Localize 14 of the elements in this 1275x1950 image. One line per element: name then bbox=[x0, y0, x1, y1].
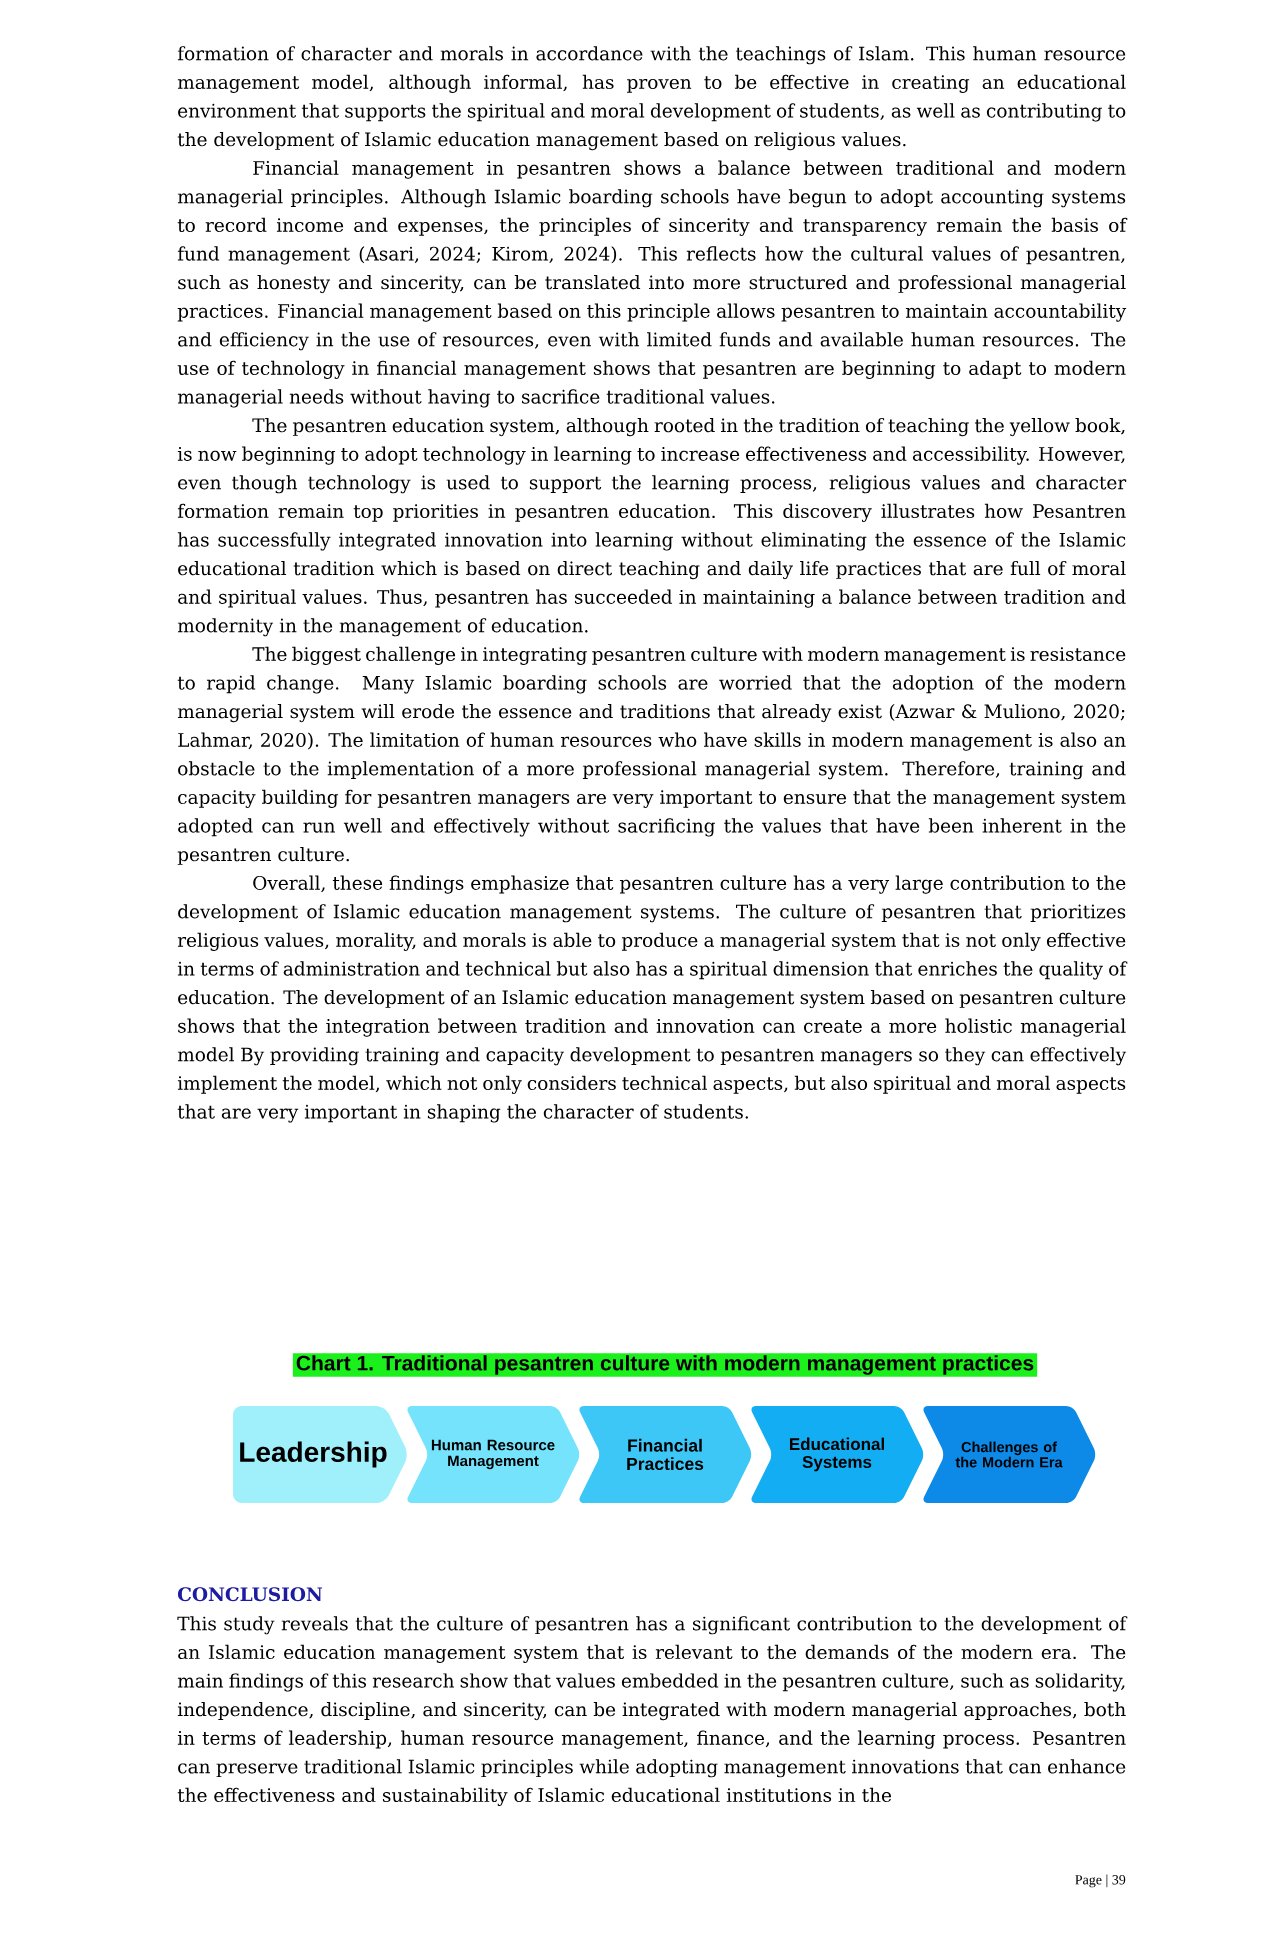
body-paragraph: Overall, these findings emphasize that pesantren culture has a very large contribution to the development of Islamic education management systems. The culture of pesantren that prioritizes religious values, morality, and morals is able to produce a managerial system that is not only effective in terms of administration and technical but also has a spiritual dimension that enriches the quality of education. The development of an Islamic education management system based on pesantren culture shows that the integration between tradition and innovation can create a more holistic managerial model By providing training and capacity development to pesantren managers so they can effectively implement the model, which not only considers technical aspects, but also spiritual and moral aspects that are very important in shaping the character of students. bbox=[177, 875, 1128, 1123]
body-paragraph: The biggest challenge in integrating pesantren culture with modern management is resistance to rapid change. Many Islamic boarding schools are worried that the adoption of the modern managerial system will erode the essence and traditions that already exist (Azwar & Muliono, 2020; Lahmar, 2020). The limitation of human resources who have skills in modern management is also an obstacle to the implementation of a more professional managerial system. Therefore, training and capacity building for pesantren managers are very important to ensure that the management system adopted can run well and effectively without sacrificing the values that have been inherent in the pesantren culture. bbox=[177, 646, 1126, 865]
chevron-step: Human Resource Management bbox=[407, 1406, 580, 1503]
page-number: Page | 39 bbox=[1075, 1874, 1126, 1888]
chevron-step: Challenges of the Modern Era bbox=[923, 1406, 1096, 1503]
body-paragraph: The pesantren education system, although rooted in the tradition of teaching the yellow book, is now beginning to adopt technology in learning to increase effectiveness and accessibility. However, even though technology is used to support the learning process, religious values and character formation remain top priorities in pesantren education. This discovery illustrates how Pesantren has successfully integrated innovation into learning without eliminating the essence of the Islamic educational tradition which is based on direct teaching and daily life practices that are full of moral and spiritual values. Thus, pesantren has succeeded in maintaining a balance between tradition and modernity in the management of education. bbox=[177, 417, 1127, 637]
chevron-step: Financial Practices bbox=[579, 1406, 752, 1503]
section-heading: CONCLUSION bbox=[178, 1587, 323, 1602]
body-paragraph: This study reveals that the culture of pesantren has a significant contribution to the development of an Islamic education management system that is relevant to the demands of the modern era. The main findings of this research show that values embedded in the pesantren culture, such as solidarity, independence, discipline, and sincerity, can be integrated with modern managerial approaches, both in terms of leadership, human resource management, finance, and the learning process. Pesantren can preserve traditional Islamic principles while adopting management innovations that can enhance the effectiveness and sustainability of Islamic educational institutions in the bbox=[177, 1616, 1128, 1806]
body-paragraph: Financial management in pesantren shows a balance between traditional and modern managerial principles. Although Islamic boarding schools have begun to adopt accounting systems to record income and expenses, the principles of sincerity and transparency remain the basis of fund management (Asari, 2024; Kirom, 2024). This reflects how the cultural values of pesantren, such as honesty and sincerity, can be translated into more structured and professional managerial practices. Financial management based on this principle allows pesantren to maintain accountability and efficiency in the use of resources, even with limited funds and available human resources. The use of technology in financial management shows that pesantren are beginning to adapt to modern managerial needs without having to sacrifice traditional values. bbox=[177, 160, 1128, 408]
body-paragraph: formation of character and morals in accordance with the teachings of Islam. This human resource management model, although informal, has proven to be effective in creating an educational environment that supports the spiritual and moral development of students, as well as contributing to the development of Islamic education management based on religious values. bbox=[177, 46, 1126, 151]
chart-title: Chart 1. Traditional pesantren culture with modern management practices bbox=[292, 1353, 1038, 1377]
chevron-step: Educational Systems bbox=[751, 1406, 924, 1503]
chevron-step: Leadership bbox=[233, 1406, 407, 1503]
